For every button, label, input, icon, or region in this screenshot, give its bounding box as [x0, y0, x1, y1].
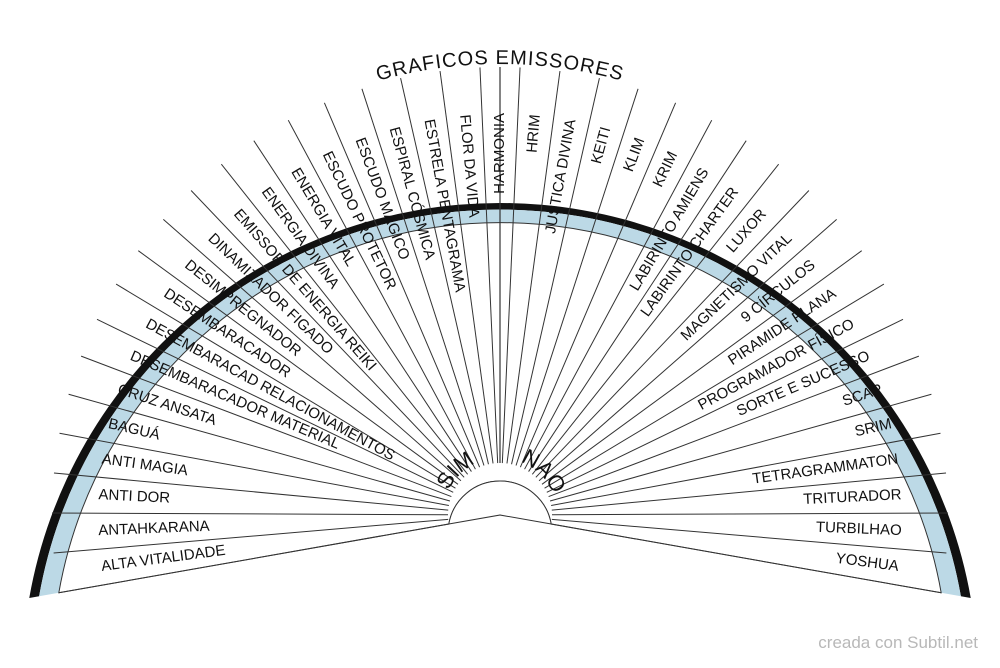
sector-label: KLIM	[620, 135, 648, 174]
sector-divider	[53, 472, 449, 511]
sector-label: HARMONIA	[491, 113, 508, 194]
sector-divider	[501, 67, 521, 464]
sector-divider	[53, 518, 449, 554]
sector-label: HRIM	[524, 114, 544, 154]
sector-divider	[190, 190, 465, 478]
sector-divider	[519, 102, 677, 468]
sector-divider	[551, 472, 947, 511]
sector-divider	[515, 88, 639, 466]
sector-divider	[58, 523, 449, 594]
sector-divider	[52, 512, 449, 516]
sector-divider	[551, 523, 942, 594]
sector-label: ANTI DOR	[98, 486, 171, 507]
sector-divider	[220, 163, 469, 475]
sector-divider	[541, 250, 863, 485]
sector-divider	[528, 140, 747, 472]
sector-divider	[548, 355, 920, 498]
sector-divider	[59, 432, 449, 507]
sector-divider	[549, 393, 932, 502]
sector-label: TRITURADOR	[803, 486, 902, 508]
sector-divider	[531, 163, 780, 475]
sector-label: KEITI	[588, 125, 614, 166]
sector-divider	[400, 78, 489, 465]
sector-divider	[163, 219, 462, 482]
sector-divider	[115, 283, 456, 489]
sector-divider	[506, 70, 561, 464]
sector-label: KRIM	[650, 149, 682, 190]
sector-divider	[323, 102, 481, 468]
sector-divider	[80, 355, 452, 498]
watermark: creada con Subtil.net	[818, 633, 978, 652]
sector-divider	[479, 67, 499, 464]
sector-dividers	[52, 67, 948, 594]
sector-divider	[511, 78, 600, 465]
sector-divider	[361, 88, 485, 466]
sector-label: FLOR DA VIDA	[456, 114, 482, 218]
sector-divider	[546, 318, 904, 493]
sector-divider	[524, 119, 713, 470]
sector-label: TURBILHAO	[816, 519, 902, 539]
sector-divider	[137, 250, 459, 485]
sector-divider	[535, 190, 810, 478]
sector-divider	[551, 512, 948, 516]
sector-label: ANTAHKARANA	[98, 518, 210, 539]
sector-divider	[551, 432, 941, 507]
sector-divider	[96, 318, 454, 493]
center-hub	[448, 480, 552, 525]
sector-divider	[68, 393, 451, 502]
sector-divider	[551, 518, 947, 554]
sector-divider	[544, 283, 885, 489]
sector-divider	[538, 219, 837, 482]
sector-divider	[287, 119, 476, 470]
sector-divider	[439, 70, 494, 464]
sector-label: LUXOR	[723, 206, 770, 256]
sector-divider	[253, 140, 472, 472]
